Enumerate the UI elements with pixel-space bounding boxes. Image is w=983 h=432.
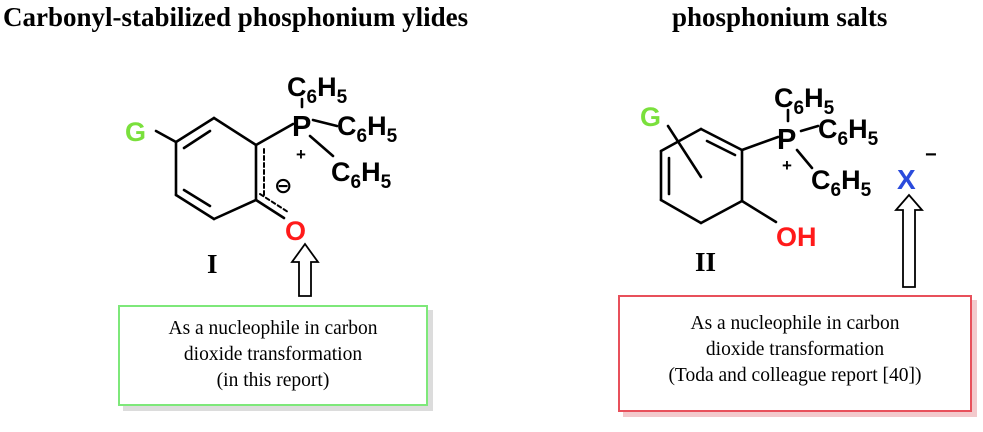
compound-i-structure: [154, 97, 339, 221]
compound-ii-c-o-bond: [740, 199, 778, 224]
compound-i-cation-charge: +: [296, 145, 306, 164]
compound-i-phenyl-top: C6H5: [287, 72, 348, 108]
compound-ii-hydroxyl: OH: [776, 222, 817, 252]
compound-i-c-o-delocalized-bond: [259, 193, 289, 213]
compound-ii-phenyl-right: C6H5: [818, 114, 879, 150]
compound-i-c-o-bond: [254, 198, 286, 220]
note-ylide-line-1: As a nucleophile in carbon: [168, 318, 378, 339]
compound-ii-counterion: X: [897, 164, 916, 195]
note-salt-role: As a nucleophile in carbon dioxide trans…: [618, 295, 972, 412]
compound-ii-cation-charge: +: [782, 156, 792, 175]
compound-ii-p-bond: [740, 135, 780, 152]
compound-i-ring-bonds: [174, 116, 258, 221]
heading-phosphonium-salts: phosphonium salts: [672, 2, 888, 32]
compound-i-p-ph-bottom-bond: [308, 134, 335, 158]
compound-ii-ring-bonds: [659, 127, 744, 225]
note-salt-line-2: dioxide transformation: [705, 339, 885, 360]
compound-i-oxygen: O: [285, 216, 306, 246]
compound-i-p-ph-right-bond: [311, 118, 339, 128]
note-ylide-line-2: dioxide transformation: [183, 344, 363, 365]
compound-i-anion-charge: ⊖: [274, 173, 292, 198]
compound-ii-p-ph-right-bond: [799, 124, 820, 133]
compound-ii-substituent-g: G: [640, 102, 661, 132]
compound-ii-g-bond: [666, 124, 703, 179]
compound-i-arrow-up-icon: [290, 242, 320, 297]
compound-ii-phosphorus: P: [777, 124, 796, 156]
compound-i-phenyl-bottom: C6H5: [331, 157, 392, 193]
compound-i-label: I: [207, 249, 218, 279]
compound-ii-phenyl-bottom: C6H5: [811, 165, 872, 201]
compound-i-phenyl-right: C6H5: [337, 111, 398, 147]
compound-i-substituent-g: G: [125, 117, 146, 147]
compound-ii-structure: [659, 108, 820, 225]
compound-ii-arrow-up-icon: [894, 193, 924, 288]
compound-ii-counterion-charge: −: [925, 144, 937, 166]
compound-ii-phenyl-top: C6H5: [774, 83, 835, 119]
heading-ylides: Carbonyl-stabilized phosphonium ylides: [3, 2, 469, 32]
compound-ii-p-ph-bottom-bond: [795, 148, 814, 170]
compound-i-phosphorus: P: [292, 111, 311, 143]
compound-i-p-bond: [254, 122, 295, 147]
compound-i-g-bond: [154, 129, 178, 144]
note-salt-line-3: (Toda and colleague report [40]): [668, 365, 922, 386]
compound-ii-label: II: [695, 247, 716, 277]
note-ylide-role: As a nucleophile in carbon dioxide trans…: [118, 305, 428, 406]
note-ylide-line-3: (in this report): [216, 370, 330, 391]
note-salt-line-1: As a nucleophile in carbon: [690, 313, 900, 334]
